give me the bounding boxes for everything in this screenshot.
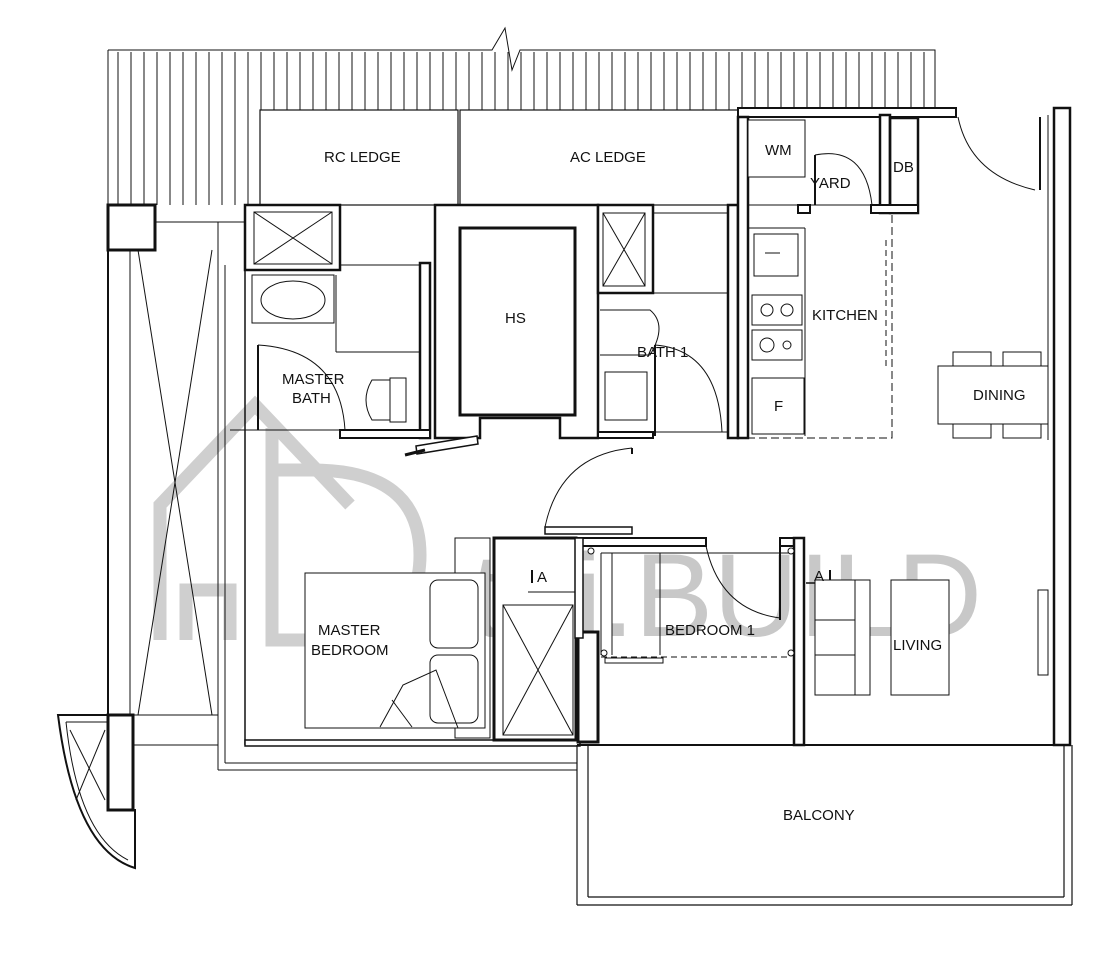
master-bath: [230, 203, 432, 440]
label-rc-ledge: RC LEDGE: [324, 149, 401, 166]
dining-furniture: [937, 351, 1049, 439]
label-bedroom1: BEDROOM 1: [665, 622, 755, 639]
corridor-doors: [544, 447, 633, 535]
label-fridge: F: [774, 398, 783, 415]
label-kitchen: KITCHEN: [812, 307, 878, 324]
label-master-bath-1: MASTER: [282, 371, 345, 388]
household-shelter: [404, 203, 600, 457]
kitchen-yard: [736, 113, 1041, 440]
section-mark-right: A: [814, 568, 824, 585]
label-bath1: BATH 1: [637, 344, 688, 361]
master-bedroom: [304, 536, 600, 744]
ledges: [259, 109, 739, 206]
label-wm: WM: [765, 142, 792, 159]
bath-1: [596, 203, 740, 440]
label-dining: DINING: [973, 387, 1026, 404]
bedroom-1: [574, 536, 838, 747]
roof-hatch: [107, 26, 936, 205]
label-living: LIVING: [893, 637, 942, 654]
left-planter: [56, 203, 245, 870]
label-hs: HS: [505, 310, 526, 327]
label-db: DB: [893, 159, 914, 176]
label-master-bedroom-2: BEDROOM: [311, 642, 389, 659]
exterior-walls: [218, 106, 1072, 771]
label-balcony: BALCONY: [783, 807, 855, 824]
label-master-bedroom-1: MASTER: [318, 622, 381, 639]
balcony: [576, 744, 1073, 906]
label-yard: YARD: [810, 175, 851, 192]
label-master-bath-2: BATH: [292, 390, 331, 407]
section-mark-left: A: [537, 569, 547, 586]
living-furniture: [814, 579, 1049, 696]
label-ac-ledge: AC LEDGE: [570, 149, 646, 166]
room-labels: RC LEDGE AC LEDGE WM YARD DB HS KITCHEN …: [282, 142, 1026, 824]
